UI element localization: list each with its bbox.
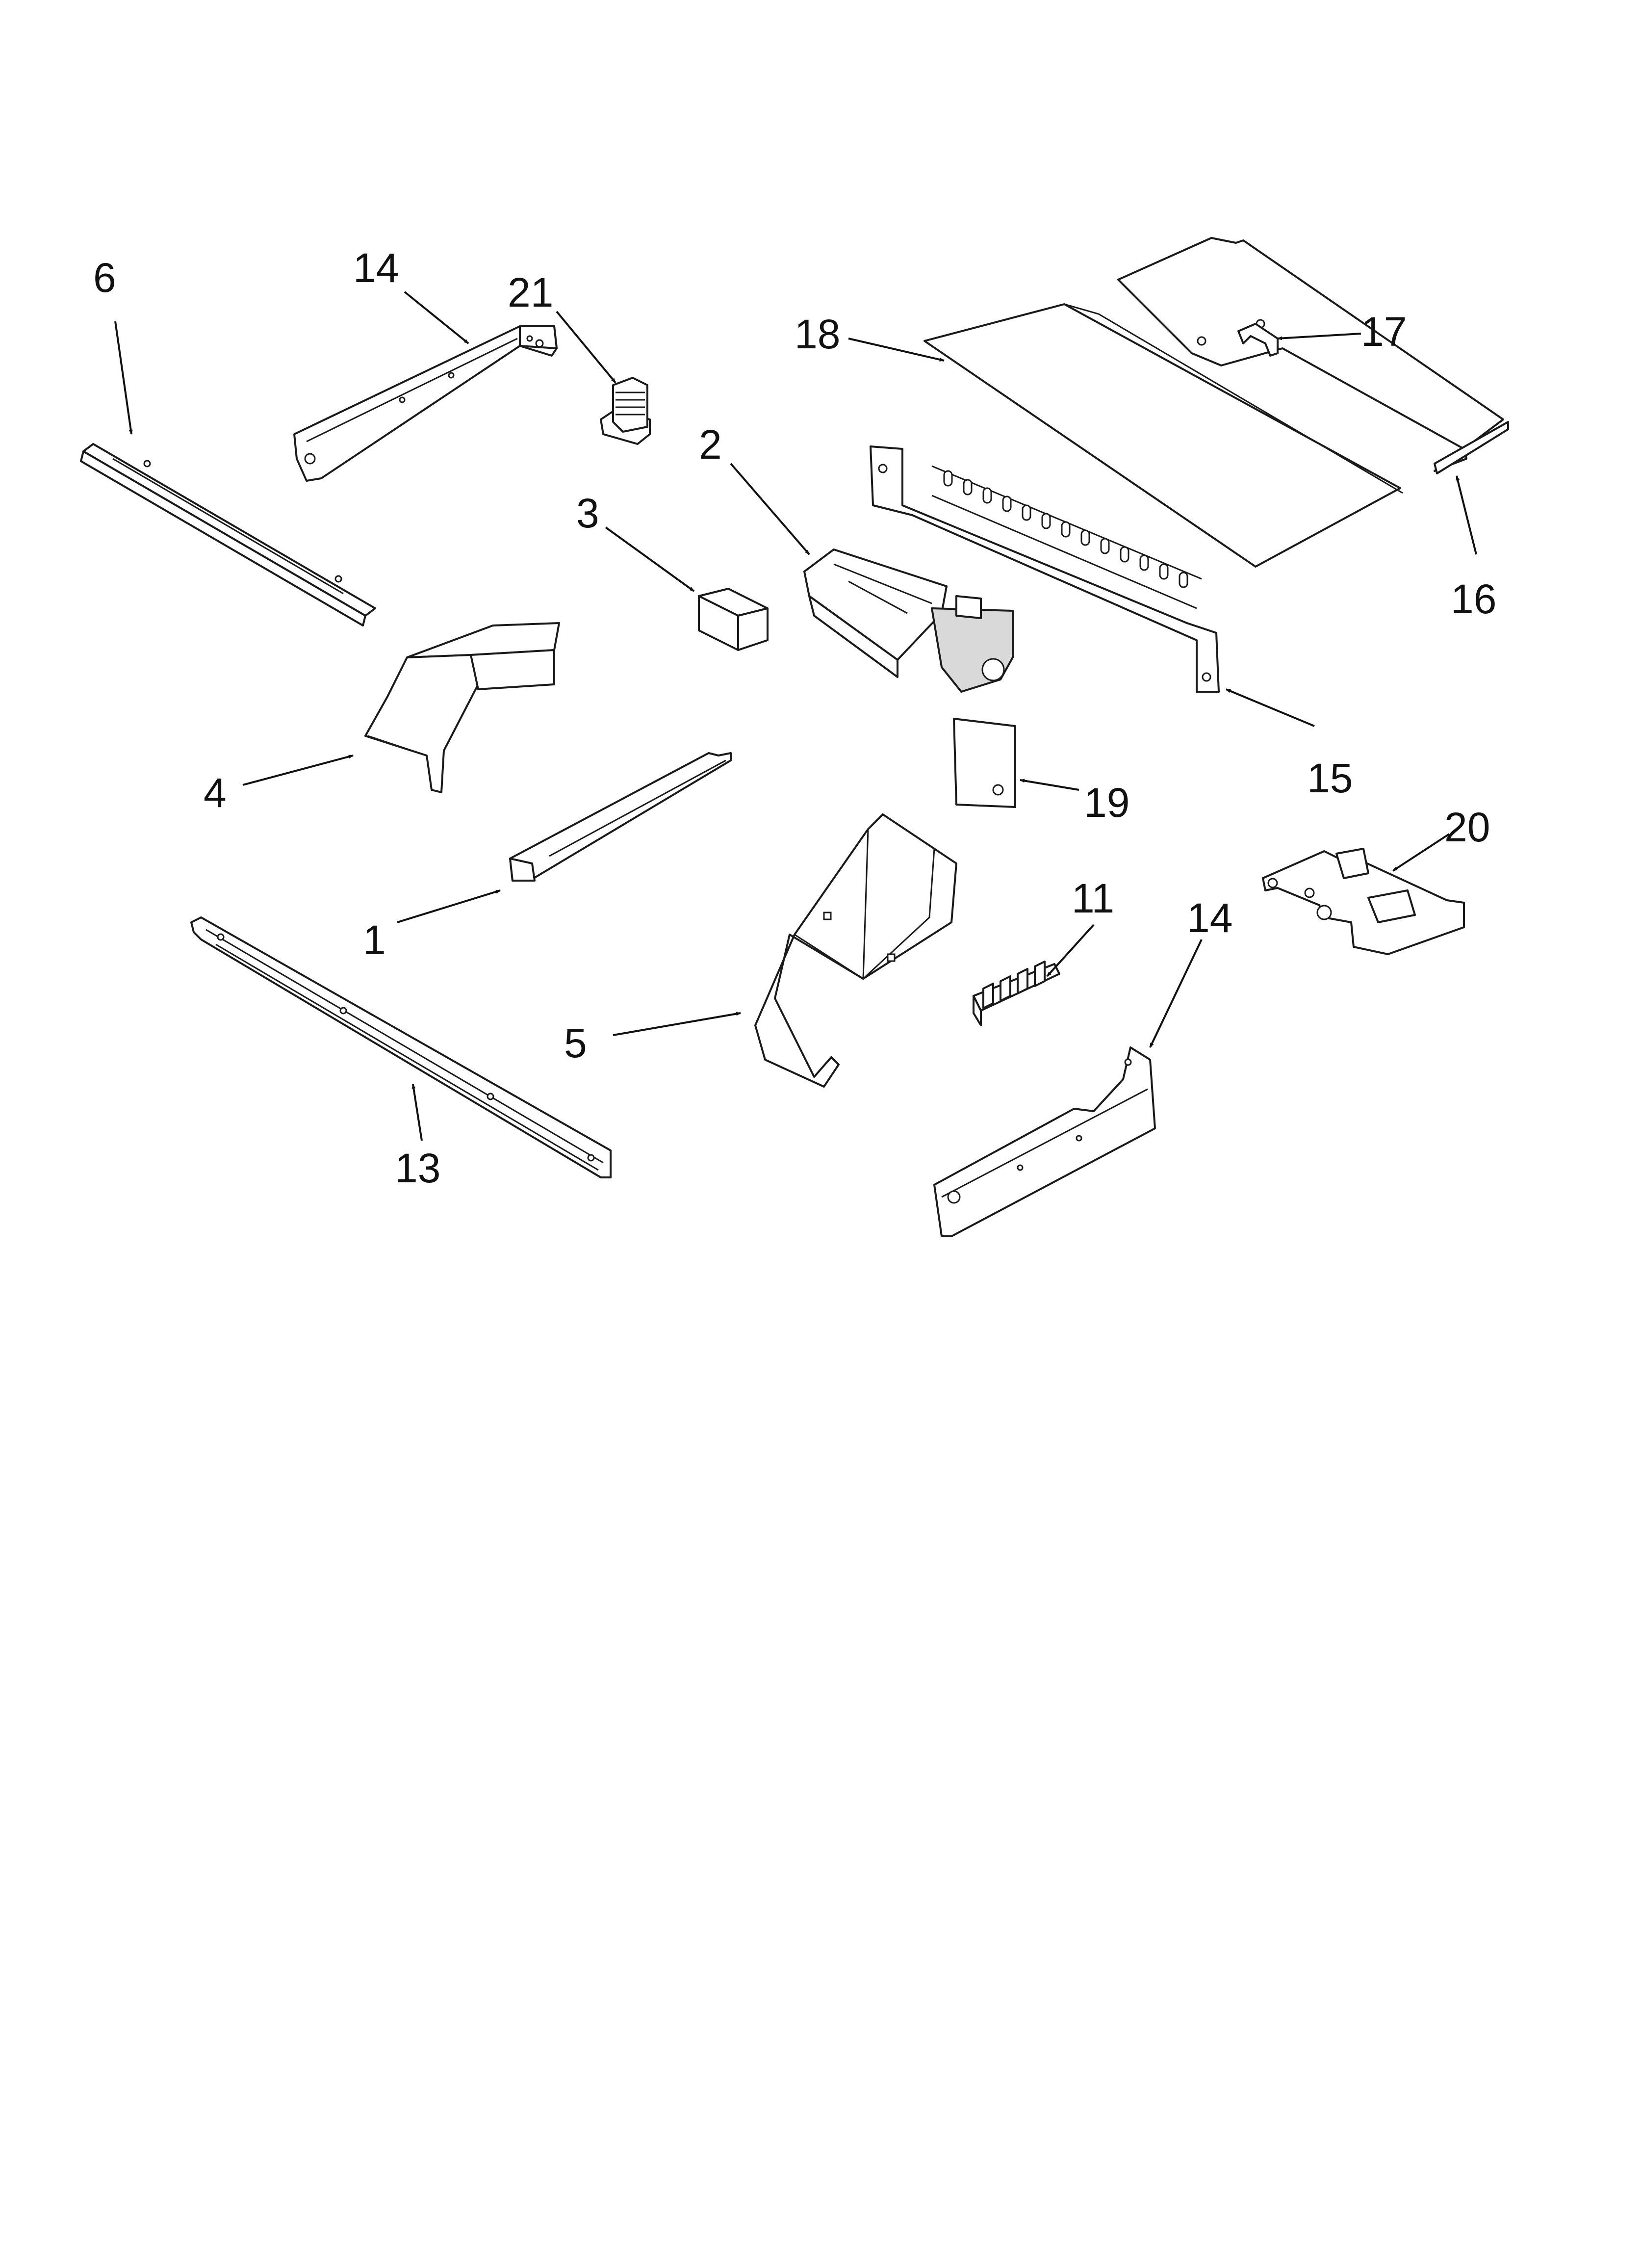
- part-6-rail: [80, 443, 376, 626]
- part-13-rail: [190, 916, 612, 1178]
- callout-14-lower: 14: [1187, 895, 1232, 941]
- part-2-latch-assembly: [803, 548, 1014, 693]
- callout-3: 3: [576, 490, 599, 536]
- callout-13: 13: [395, 1145, 440, 1191]
- leader-20: [1392, 833, 1450, 872]
- leader-15: [1226, 688, 1315, 727]
- part-14-bracket-lower: [933, 1046, 1156, 1237]
- leader-19: [1020, 779, 1079, 791]
- part-1-strip: [509, 752, 732, 882]
- callout-5: 5: [564, 1020, 587, 1066]
- callout-15: 15: [1307, 755, 1353, 801]
- callout-labels: 6 14 21 18 17 2 3 16 15 4 19 20 1 11 14 …: [93, 245, 1496, 1191]
- part-19-pad: [953, 718, 1016, 808]
- channel-slots: [943, 470, 1188, 588]
- callout-19: 19: [1084, 780, 1129, 826]
- callout-18: 18: [795, 311, 840, 357]
- callout-2: 2: [699, 421, 722, 468]
- callout-4: 4: [204, 770, 227, 816]
- part-4-duct: [364, 622, 560, 793]
- part-3-block: [698, 588, 769, 651]
- part-5-deflector: [754, 813, 957, 1088]
- callout-20: 20: [1444, 804, 1490, 850]
- leader-11: [1046, 924, 1095, 977]
- leader-1: [397, 889, 501, 923]
- part-20-board: [1262, 848, 1465, 955]
- leader-3: [605, 526, 695, 592]
- part-21-connector: [600, 377, 651, 445]
- leader-21: [556, 311, 616, 384]
- leader-2: [730, 463, 810, 555]
- part-15-channel: [870, 445, 1220, 693]
- leader-14-lower: [1149, 939, 1203, 1048]
- callout-1: 1: [363, 917, 386, 963]
- leader-4: [242, 755, 354, 786]
- leader-5: [613, 1012, 741, 1036]
- part-14-bracket-upper: [293, 325, 558, 482]
- leader-13: [411, 1084, 423, 1141]
- callout-11: 11: [1072, 875, 1114, 921]
- part-18-panel: [924, 303, 1403, 568]
- part-11-terminal-block: [973, 961, 1060, 1026]
- callout-6: 6: [93, 255, 116, 301]
- part-17-clip: [1237, 323, 1279, 357]
- callout-14-upper: 14: [353, 245, 399, 291]
- leader-17: [1277, 333, 1361, 340]
- callout-21: 21: [508, 269, 553, 315]
- callout-17: 17: [1361, 309, 1407, 355]
- leader-16: [1456, 475, 1477, 555]
- callout-16: 16: [1451, 576, 1496, 622]
- leader-lines: [114, 291, 1477, 1141]
- leader-18: [848, 338, 945, 362]
- leader-14-upper: [404, 291, 469, 344]
- leader-6: [114, 321, 133, 435]
